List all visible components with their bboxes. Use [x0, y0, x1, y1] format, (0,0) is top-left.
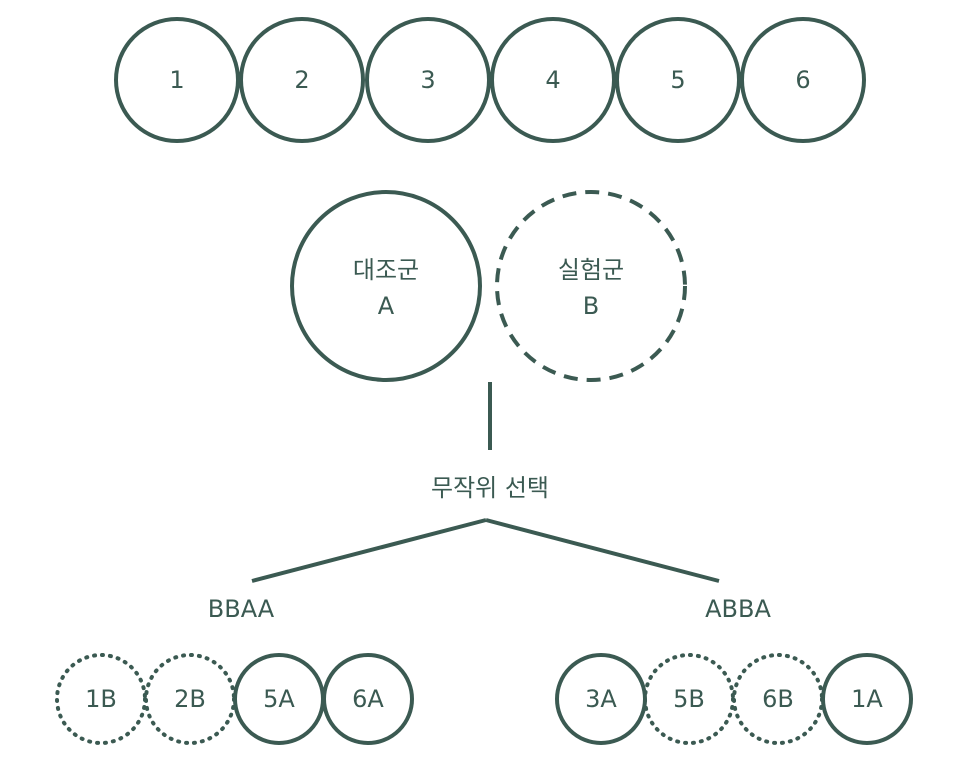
- sequence-item-label: 3A: [585, 685, 617, 713]
- left-sequence: 1B 2B 5A 6A: [55, 653, 414, 745]
- sequence-item-label: 5B: [673, 685, 705, 713]
- control-group-name: 대조군: [353, 256, 419, 284]
- control-group-circle: 대조군 A: [290, 190, 482, 382]
- sequence-item-label: 2B: [174, 685, 206, 713]
- subject-label: 3: [420, 66, 435, 94]
- right-sequence: 3A 5B 6B 1A: [555, 653, 913, 745]
- subject-label: 6: [795, 66, 810, 94]
- sequence-item-label: 6A: [352, 685, 384, 713]
- subject-circle: 4: [490, 17, 616, 143]
- subject-circle: 6: [740, 17, 866, 143]
- branch-line-left: [251, 518, 487, 583]
- subject-label: 2: [294, 66, 309, 94]
- sequence-item-a: 1A: [821, 653, 913, 745]
- subject-circle: 3: [365, 17, 491, 143]
- treatment-group-name: 실험군: [558, 256, 624, 284]
- sequence-label-left: BBAA: [208, 595, 275, 623]
- subject-label: 1: [169, 66, 184, 94]
- sequence-item-a: 5A: [233, 653, 325, 745]
- sequence-item-a: 6A: [322, 653, 414, 745]
- sequence-item-b: 6B: [732, 653, 824, 745]
- random-selection-label: 무작위 선택: [431, 474, 549, 502]
- control-group-code: A: [378, 292, 395, 320]
- sequence-item-label: 5A: [263, 685, 295, 713]
- subject-circle: 2: [239, 17, 365, 143]
- sequence-item-label: 1B: [85, 685, 117, 713]
- sequence-item-b: 2B: [144, 653, 236, 745]
- sequence-label-right: ABBA: [705, 595, 771, 623]
- subject-label: 5: [670, 66, 685, 94]
- sequence-item-b: 1B: [55, 653, 147, 745]
- subject-circle: 5: [615, 17, 741, 143]
- sequence-item-label: 6B: [762, 685, 794, 713]
- branch-line-right: [485, 518, 720, 583]
- sequence-item-label: 1A: [851, 685, 883, 713]
- sequence-item-a: 3A: [555, 653, 647, 745]
- treatment-group-circle: 실험군 B: [495, 190, 687, 382]
- treatment-group-code: B: [583, 292, 599, 320]
- subject-circle: 1: [114, 17, 240, 143]
- sequence-item-b: 5B: [643, 653, 735, 745]
- subject-label: 4: [545, 66, 560, 94]
- subject-row: 1 2 3 4 5 6: [114, 17, 866, 143]
